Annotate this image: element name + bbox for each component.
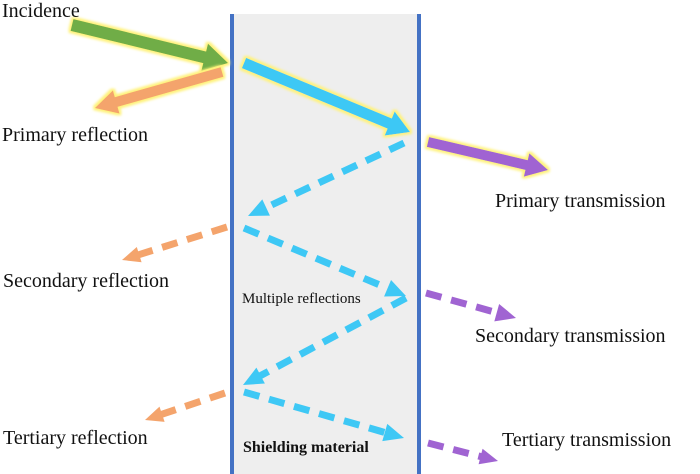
shielding-material-slab <box>231 14 419 474</box>
internal-5-arrow <box>243 388 404 442</box>
label-tertiary-transmission: Tertiary transmission <box>502 429 671 451</box>
tertiary-reflection-arrow <box>145 389 227 422</box>
secondary-reflection-arrowhead <box>122 246 142 263</box>
incidence-arrowhead <box>201 43 228 71</box>
secondary-transmission-arrowhead <box>494 303 516 322</box>
internal-1-arrowhead <box>384 111 410 136</box>
label-shielding-material: Shielding material <box>243 439 369 456</box>
tertiary-transmission-shaft <box>427 439 484 461</box>
slab-left-boundary <box>230 14 234 474</box>
primary-transmission-arrow <box>426 137 548 177</box>
tertiary-reflection-arrowhead <box>145 406 165 422</box>
internal-4-arrow <box>243 294 408 385</box>
secondary-transmission-arrow <box>425 289 516 322</box>
primary-reflection-arrowhead <box>95 90 120 114</box>
label-primary-transmission: Primary transmission <box>495 190 666 212</box>
label-secondary-reflection: Secondary reflection <box>3 270 169 292</box>
secondary-reflection-shaft <box>136 223 229 259</box>
internal-4-shaft <box>257 294 408 380</box>
primary-transmission-arrowhead <box>523 153 548 177</box>
incidence-arrow <box>70 19 228 71</box>
label-incidence: Incidence <box>2 0 80 22</box>
internal-2-arrowhead <box>248 199 270 216</box>
internal-3-arrow <box>242 224 406 297</box>
secondary-reflection-arrow <box>122 223 229 263</box>
tertiary-transmission-arrow <box>427 439 498 465</box>
tertiary-reflection-shaft <box>159 389 227 419</box>
label-primary-reflection: Primary reflection <box>2 124 148 146</box>
internal-5-arrowhead <box>382 423 404 442</box>
internal-3-shaft <box>242 224 391 293</box>
secondary-transmission-shaft <box>425 289 500 317</box>
incidence-shaft <box>70 19 209 64</box>
internal-2-arrow <box>248 139 406 216</box>
label-multiple-reflections: Multiple reflections <box>242 291 361 307</box>
internal-1-arrow <box>241 57 410 136</box>
label-secondary-transmission: Secondary transmission <box>475 325 666 347</box>
primary-transmission-shaft <box>426 137 530 171</box>
primary-reflection-shaft <box>112 67 224 108</box>
tertiary-transmission-arrowhead <box>478 448 498 465</box>
internal-4-arrowhead <box>243 367 265 385</box>
slab-right-boundary <box>417 14 421 474</box>
internal-3-arrowhead <box>384 279 406 297</box>
primary-reflection-arrow <box>95 67 224 114</box>
label-tertiary-reflection: Tertiary reflection <box>3 427 148 449</box>
internal-1-shaft <box>241 57 394 130</box>
